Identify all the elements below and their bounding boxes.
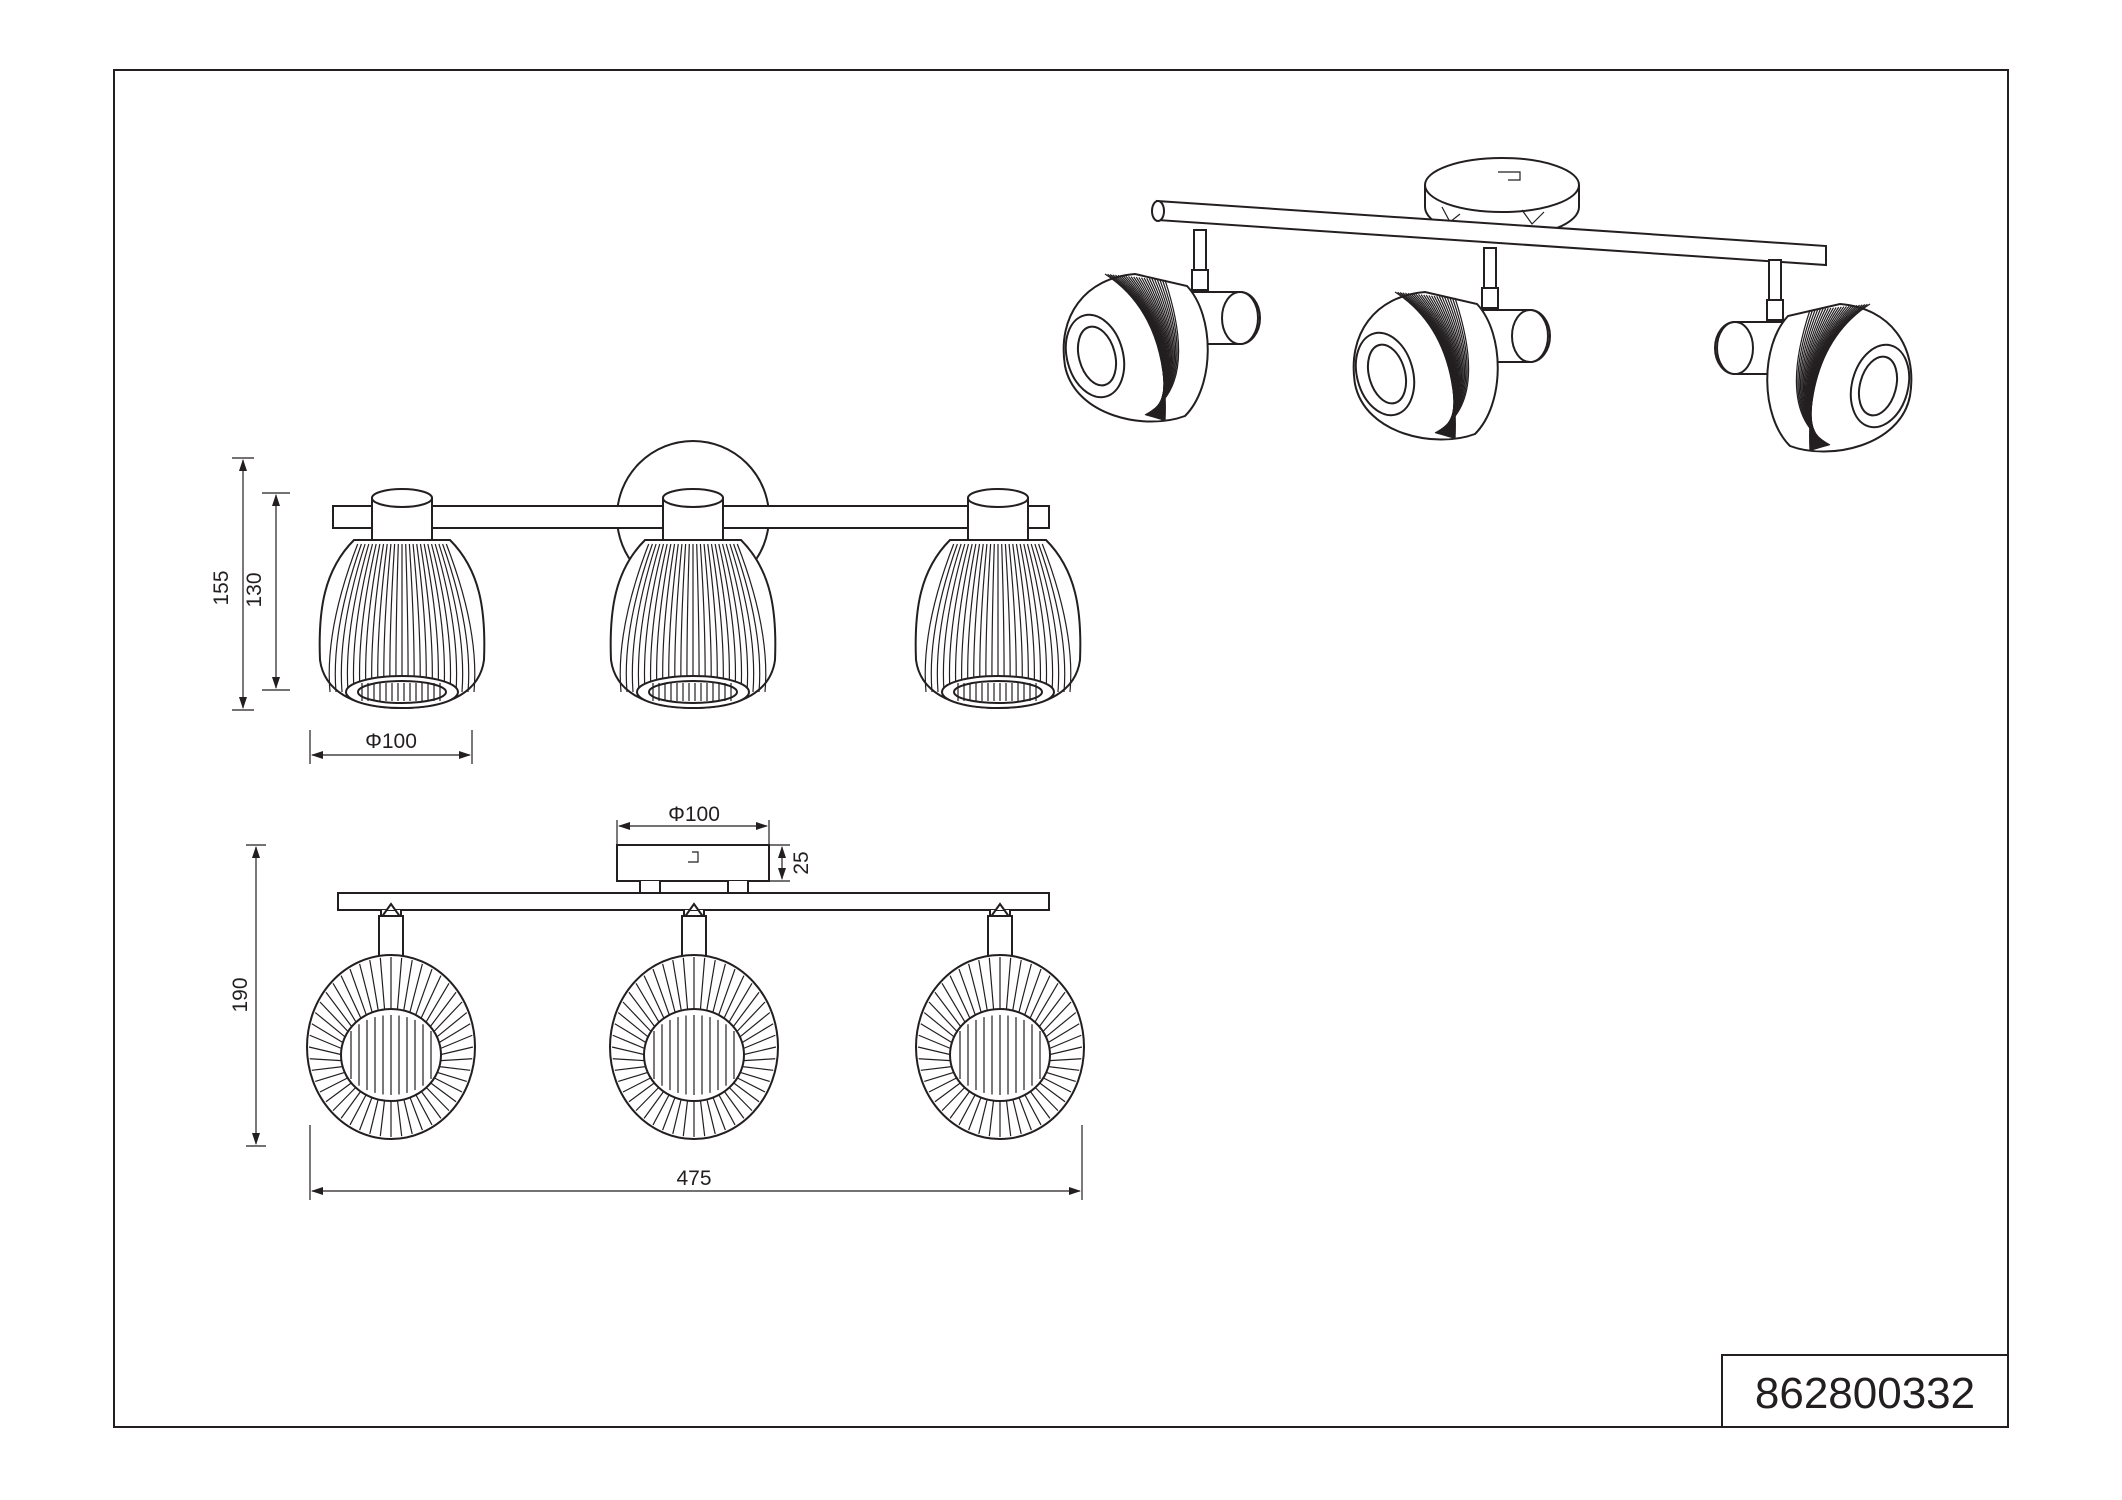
dimension-height-total: 155	[210, 457, 254, 711]
perspective-view	[1062, 157, 1913, 453]
dimension-canopy-diameter: Φ100	[616, 803, 770, 845]
part-number: 862800332	[1755, 1369, 1975, 1418]
perspective-spot-3	[1714, 259, 1913, 453]
perspective-spot-2	[1352, 247, 1551, 441]
canopy-side	[616, 844, 770, 882]
dimension-shade-diameter: Φ100	[309, 730, 473, 764]
title-block: 862800332	[1721, 1354, 2009, 1428]
bottom-spot-2	[609, 902, 779, 1140]
bottom-view: Φ100 25 190 475	[229, 803, 1085, 1200]
dimension-phi100-label: Φ100	[365, 730, 417, 753]
dimension-canopy-phi100-label: Φ100	[668, 803, 720, 826]
dimension-130-label: 130	[243, 572, 266, 607]
front-spot-2	[609, 488, 777, 710]
perspective-spots	[1062, 229, 1913, 453]
drawing-frame	[113, 69, 2009, 1428]
perspective-spot-1	[1062, 229, 1261, 423]
front-spots	[318, 488, 1082, 710]
front-view: 155 130 Φ100	[210, 440, 1082, 764]
dimension-155-label: 155	[210, 570, 233, 605]
dimension-bottom-width: 475	[309, 1125, 1083, 1200]
dimension-190-label: 190	[229, 977, 252, 1012]
bottom-spot-1	[306, 902, 476, 1140]
dimension-25-label: 25	[790, 851, 813, 874]
bottom-spots	[306, 902, 1085, 1140]
front-spot-1	[318, 488, 486, 710]
front-spot-3	[914, 488, 1082, 710]
dimension-height-shade: 130	[243, 492, 290, 691]
dimension-475-label: 475	[676, 1167, 711, 1190]
dimension-bottom-height: 190	[229, 844, 266, 1147]
dimension-canopy-height: 25	[769, 844, 813, 882]
bottom-spot-3	[915, 902, 1085, 1140]
